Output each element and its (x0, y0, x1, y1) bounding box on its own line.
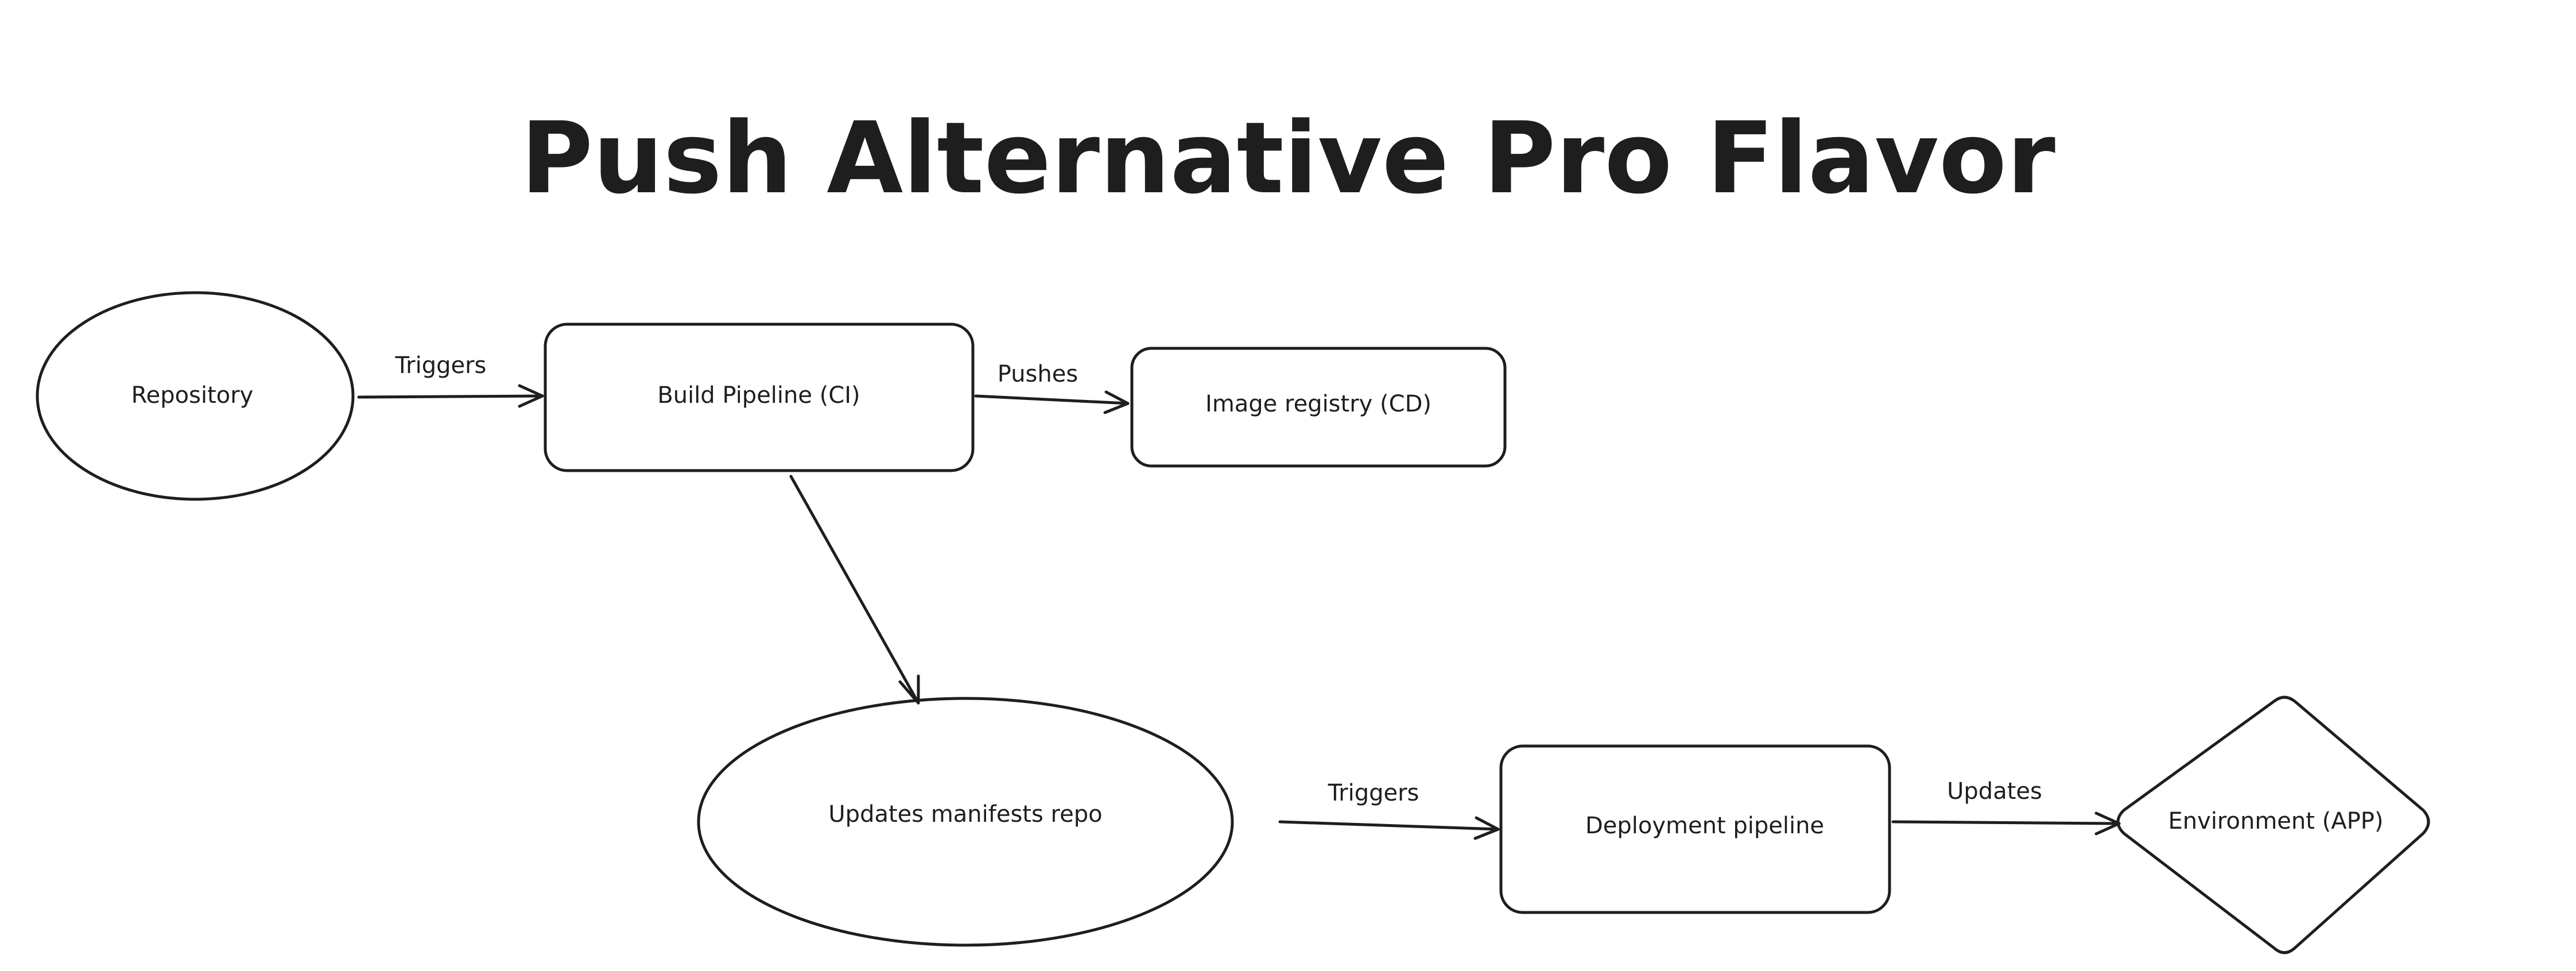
node-repository[interactable]: Repository (36, 291, 355, 501)
edge-deploy-to-env: Updates (1891, 778, 2121, 836)
node-manifests-repo[interactable]: Updates manifests repo (697, 697, 1234, 947)
edge-manifests-to-deploy: Triggers (1278, 780, 1500, 840)
node-repository-label: Repository (131, 382, 254, 409)
edge-build-to-registry-label: Pushes (998, 361, 1078, 387)
edge-build-to-manifests (789, 475, 920, 705)
edge-repository-to-build-label: Triggers (395, 352, 487, 379)
node-deployment-pipeline-label: Deployment pipeline (1585, 813, 1824, 839)
edge-manifests-to-deploy-label: Triggers (1328, 780, 1419, 806)
node-build-pipeline-label: Build Pipeline (CI) (657, 382, 860, 409)
diagram-title: Push Alternative Pro Flavor (521, 100, 2055, 216)
node-manifests-repo-label: Updates manifests repo (828, 801, 1102, 828)
node-environment-label: Environment (APP) (2168, 808, 2384, 834)
node-environment[interactable]: Environment (APP) (2116, 696, 2430, 954)
edge-deploy-to-env-label: Updates (1947, 778, 2042, 805)
edge-build-to-registry: Pushes (974, 361, 1130, 414)
node-image-registry-label: Image registry (CD) (1205, 391, 1431, 417)
edge-repository-to-build: Triggers (357, 352, 544, 408)
node-deployment-pipeline[interactable]: Deployment pipeline (1499, 744, 1891, 914)
node-image-registry[interactable]: Image registry (CD) (1130, 347, 1507, 468)
node-build-pipeline[interactable]: Build Pipeline (CI) (544, 323, 975, 472)
